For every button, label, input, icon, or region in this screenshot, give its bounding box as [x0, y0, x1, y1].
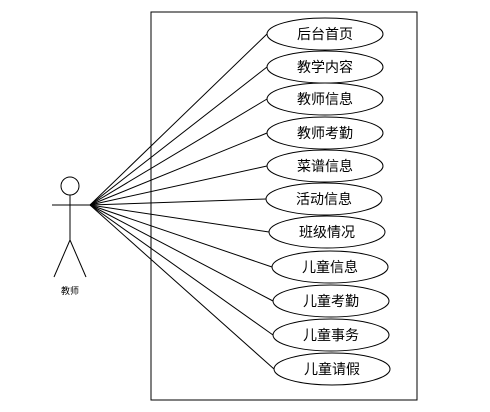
- association-line: [89, 66, 268, 206]
- use-case-ellipse: [272, 318, 390, 352]
- use-case-ellipse: [266, 17, 384, 51]
- use-case: 教学内容: [266, 50, 384, 84]
- system-boundary: [150, 11, 418, 401]
- use-case-label: 教师考勤: [297, 126, 353, 142]
- use-case-ellipse: [266, 116, 384, 150]
- use-case-ellipse: [272, 284, 390, 318]
- use-case: 儿童考勤: [272, 284, 390, 318]
- use-case: 儿童事务: [272, 318, 390, 352]
- use-case-label: 后台首页: [297, 27, 353, 43]
- association-line: [89, 98, 268, 206]
- use-case-ellipse: [266, 149, 384, 183]
- use-case-label: 儿童请假: [304, 361, 360, 378]
- association-line: [89, 204, 274, 336]
- use-case-ellipse: [266, 82, 384, 116]
- use-cases: 后台首页教学内容教师信息教师考勤菜谱信息活动信息班级情况儿童信息儿童考勤儿童事务…: [265, 17, 391, 386]
- actor-label: 教师: [61, 285, 79, 297]
- association-line: [89, 165, 268, 206]
- use-case-label: 活动信息: [296, 191, 352, 208]
- association-line: [89, 198, 267, 206]
- use-case-label: 教师信息: [297, 91, 353, 108]
- use-case-label: 儿童事务: [303, 327, 359, 344]
- use-case-label: 班级情况: [299, 225, 355, 241]
- use-case: 后台首页: [266, 17, 384, 51]
- actor-figure: 教师: [52, 176, 90, 297]
- association-line: [89, 33, 268, 206]
- use-case-ellipse: [273, 352, 391, 386]
- use-case-label: 菜谱信息: [297, 158, 353, 175]
- use-case: 菜谱信息: [266, 149, 384, 183]
- use-case: 儿童信息: [271, 250, 389, 284]
- use-case: 教师信息: [266, 82, 384, 116]
- use-case-ellipse: [271, 250, 389, 284]
- use-case: 班级情况: [268, 215, 386, 249]
- association-line: [89, 132, 268, 206]
- use-case-ellipse: [265, 182, 383, 216]
- actor-left-leg: [53, 239, 71, 278]
- association-line: [89, 204, 275, 370]
- association-line: [89, 204, 273, 268]
- use-case-label: 教学内容: [297, 59, 353, 76]
- use-case-label: 儿童考勤: [303, 293, 359, 310]
- association-line: [89, 204, 274, 302]
- use-case: 教师考勤: [266, 116, 384, 150]
- actor-right-leg: [69, 239, 87, 278]
- association-lines: [89, 33, 275, 370]
- actor-head: [60, 176, 80, 196]
- use-case-label: 儿童信息: [302, 259, 358, 276]
- use-case: 活动信息: [265, 182, 383, 216]
- association-line: [89, 204, 270, 233]
- use-case-ellipse: [268, 215, 386, 249]
- use-case: 儿童请假: [273, 352, 391, 386]
